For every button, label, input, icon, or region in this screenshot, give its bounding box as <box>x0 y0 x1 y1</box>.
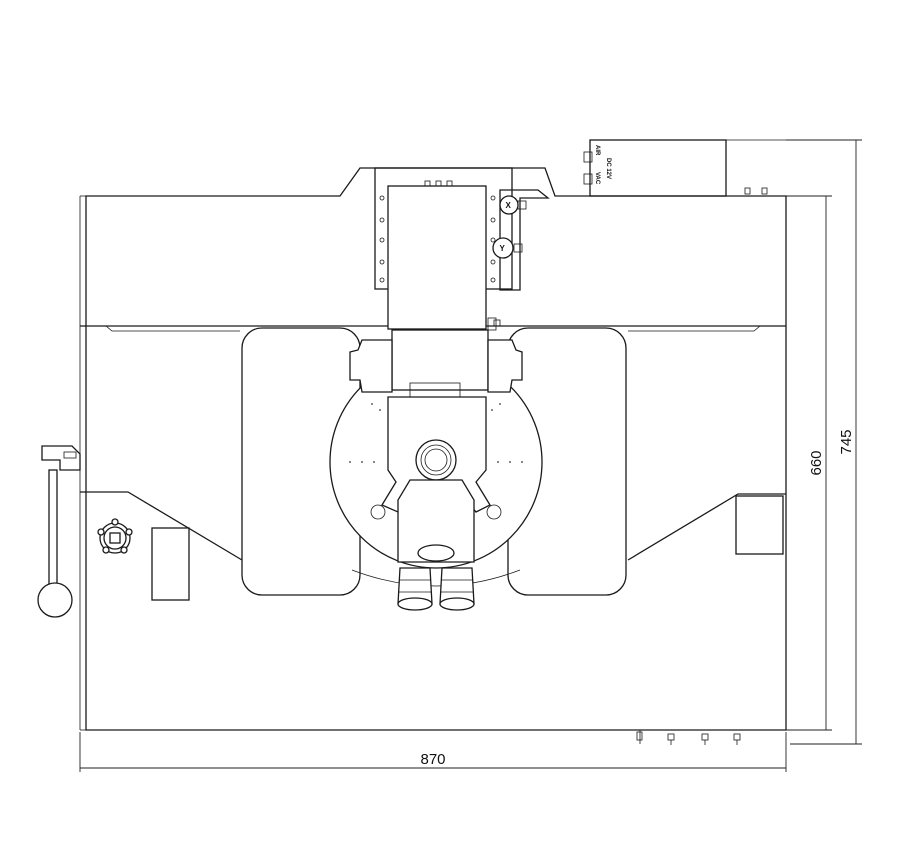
inner-depth-dimension-label: 660 <box>808 450 825 475</box>
lever-ball-handle[interactable] <box>37 582 73 618</box>
left-support-block <box>151 527 190 601</box>
stage-mounting-holes <box>379 195 496 283</box>
chuck-reference-dots <box>349 403 523 463</box>
xy-stage-assembly: X Y <box>374 167 550 331</box>
width-dimension: 870 <box>79 732 787 772</box>
microscope <box>349 329 523 611</box>
dc-connector-label: DC 12V <box>605 158 611 179</box>
right-support-block <box>735 495 784 555</box>
air-connector-label: AIR <box>594 145 600 156</box>
width-dimension-label: 870 <box>420 751 445 768</box>
y-adjustment-knob[interactable]: Y <box>492 237 523 259</box>
outer-depth-dimension: 745 <box>786 139 862 745</box>
lift-lever[interactable] <box>37 445 81 618</box>
right-eyepiece <box>439 567 475 611</box>
left-eyepiece <box>397 567 433 611</box>
inner-depth-dimension: 660 <box>786 195 832 731</box>
front-ports <box>636 730 741 745</box>
x-knob-label: X <box>506 201 512 210</box>
x-adjustment-knob[interactable]: X <box>499 195 527 215</box>
outer-depth-dimension-label: 745 <box>838 429 855 454</box>
vac-connector-label: VAC <box>594 172 600 185</box>
rear-electrical-box: AIR DC 12V VAC <box>583 139 786 197</box>
y-knob-label: Y <box>500 244 506 253</box>
clamp-knob[interactable] <box>97 518 133 554</box>
